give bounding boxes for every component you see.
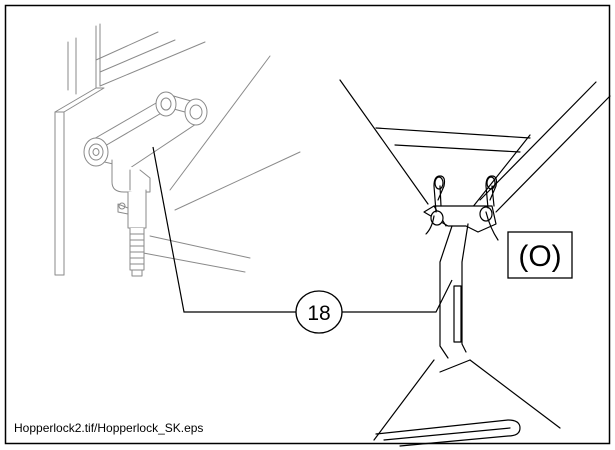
right-schematic-view <box>339 79 611 447</box>
callout-18: 18 <box>295 290 343 334</box>
option-marker-label: (O) <box>518 240 561 273</box>
figure-border <box>4 4 611 445</box>
file-caption: Hopperlock2.tif/Hopperlock_SK.eps <box>14 421 203 435</box>
option-marker: (O) <box>507 231 573 279</box>
hairpin-clip-icon <box>425 175 446 235</box>
left-detail-view <box>54 23 301 277</box>
pivot-bolt-icon <box>83 137 109 167</box>
hairpin-clip-icon <box>485 175 499 241</box>
callout-leader-lines <box>152 146 453 313</box>
callout-number: 18 <box>307 302 330 325</box>
